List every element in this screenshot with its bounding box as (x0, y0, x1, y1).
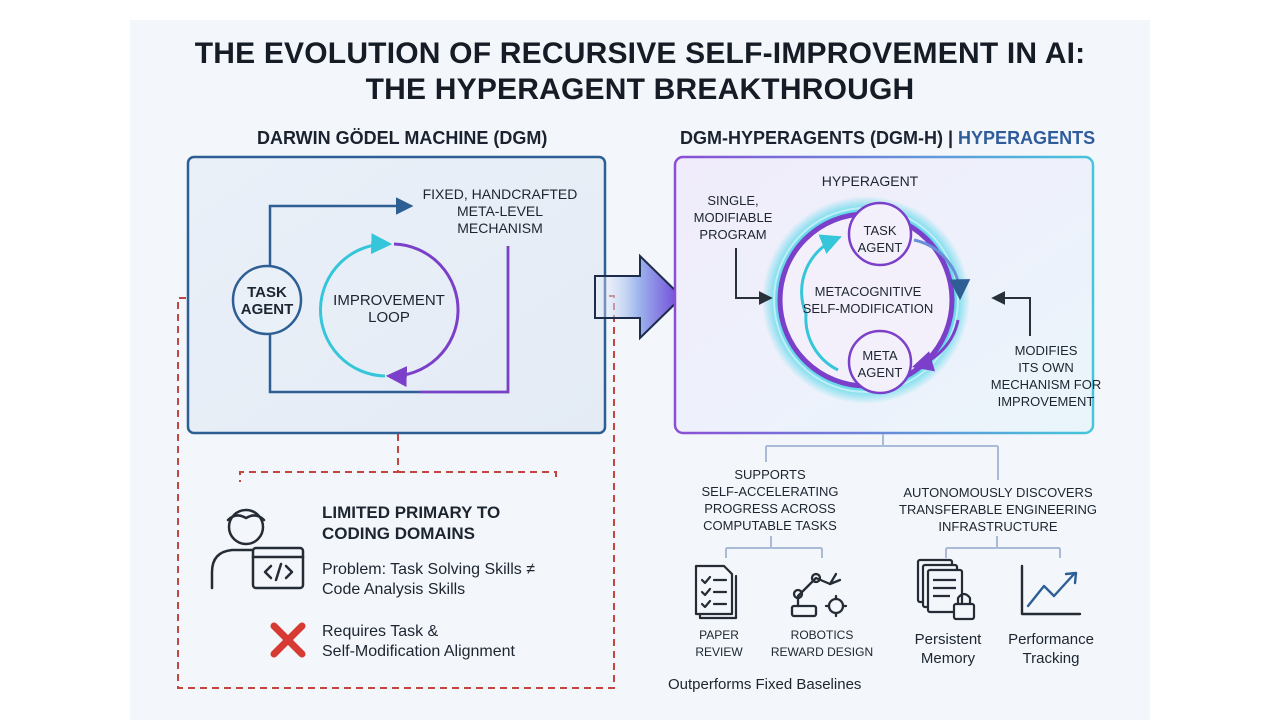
coder-icon (210, 508, 305, 590)
hyper-meta-agent-node (847, 329, 913, 395)
meta-mechanism-label: FIXED, HANDCRAFTED META-LEVEL MECHANISM (422, 186, 578, 236)
hyper-meta-agent-label: META AGENT (857, 348, 903, 380)
improvement-loop-label: IMPROVEMENT LOOP (333, 292, 445, 326)
paper-review-icon (694, 564, 738, 620)
memory-lock-icon (916, 558, 976, 621)
paper-review-label: PAPER REVIEW (695, 628, 743, 659)
hyper-task-agent-node (847, 201, 913, 267)
hyperagents-heading-highlight: HYPERAGENTS (958, 128, 1096, 148)
alignment-requirement: Requires Task & Self-Modification Alignm… (322, 623, 515, 660)
cross-icon (270, 622, 306, 658)
improvement-loop-purple-arc (385, 242, 460, 387)
robotics-label: ROBOTICS REWARD DESIGN (770, 628, 874, 659)
supports-progress-label: SUPPORTS SELF-ACCELERATING PROGRESS ACRO… (701, 467, 839, 533)
dgm-task-agent-label: TASK AGENT (240, 284, 294, 318)
title-line-1: THE EVOLUTION OF RECURSIVE SELF-IMPROVEM… (194, 37, 1086, 70)
program-arrow (735, 248, 773, 305)
robot-arm-icon (790, 572, 848, 618)
transition-arrow (594, 253, 684, 341)
improvement-loop-cyan-arc (319, 233, 393, 378)
dgm-outer-loop (268, 197, 414, 268)
hyper-task-agent-label: TASK AGENT (857, 223, 903, 255)
performance-tracking-label: Performance Tracking (1008, 631, 1094, 667)
hyperagents-heading: DGM-HYPERAGENTS (DGM-H) | HYPERAGENTS (680, 128, 1096, 148)
title-line-2: THE HYPERAGENT BREAKTHROUGH (365, 73, 915, 106)
performance-chart-icon (1020, 564, 1082, 616)
dgm-task-agent-node (231, 264, 303, 336)
modifies-mechanism-label: MODIFIES ITS OWN MECHANISM FOR IMPROVEME… (990, 343, 1102, 409)
hyperagent-label: HYPERAGENT (821, 173, 919, 189)
outperforms-label: Outperforms Fixed Baselines (668, 676, 862, 693)
modifies-arrow (991, 291, 1031, 336)
persistent-memory-label: Persistent Memory (914, 631, 982, 667)
problem-statement: Problem: Task Solving Skills ≠ Code Anal… (322, 561, 536, 598)
metacognitive-label: METACOGNITIVE SELF-MODIFICATION (802, 284, 934, 316)
limitation-title: LIMITED PRIMARY TO CODING DOMAINS (322, 503, 501, 543)
discovers-infrastructure-label: AUTONOMOUSLY DISCOVERS TRANSFERABLE ENGI… (899, 485, 1097, 534)
single-program-label: SINGLE, MODIFIABLE PROGRAM (693, 193, 773, 242)
dgm-heading: DARWIN GÖDEL MACHINE (DGM) (257, 128, 548, 148)
hyperagent-bracket (725, 434, 1061, 558)
